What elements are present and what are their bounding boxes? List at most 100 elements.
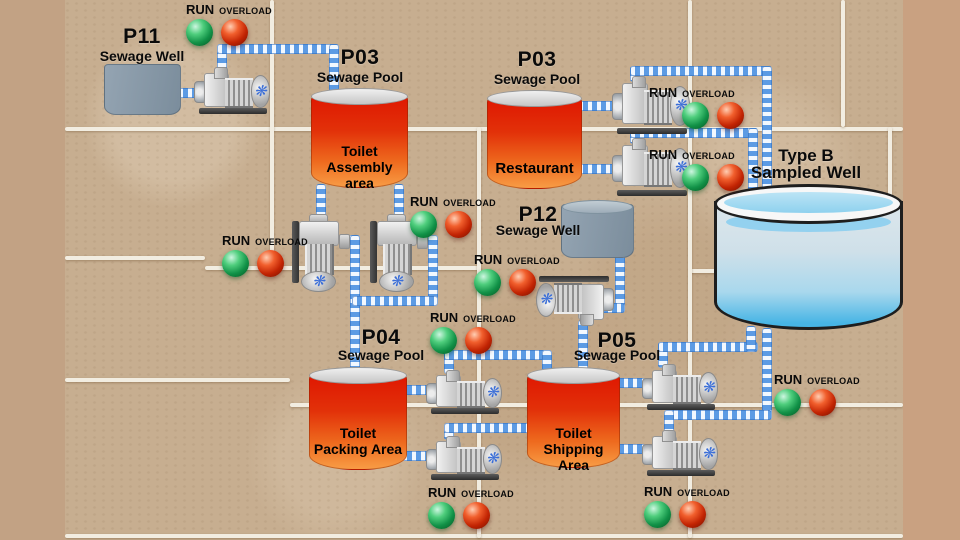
overload-label: OVERLOAD	[219, 6, 272, 16]
p04-pool-tank: Toilet Packing Area	[309, 367, 407, 470]
run-lamp	[644, 501, 671, 528]
pipe-segment	[762, 328, 772, 418]
pump-outlet-port	[579, 314, 594, 326]
pump-motor	[673, 375, 701, 404]
overload-label: OVERLOAD	[682, 89, 735, 99]
pump-fan-cap: ❋	[482, 443, 502, 475]
pump-base	[199, 108, 267, 114]
pump-fan-cap: ❋	[482, 377, 502, 409]
p04-id-label: P04	[361, 326, 401, 349]
overload-label: OVERLOAD	[443, 198, 496, 208]
p04-pump-2[interactable]: ❋	[426, 436, 502, 480]
run-lamp	[682, 164, 709, 191]
pool-body	[311, 95, 408, 188]
pump-motor	[643, 151, 673, 188]
restaurant-pump-2[interactable]: ❋	[612, 138, 690, 196]
pump-base	[617, 128, 687, 134]
p04-pump-1[interactable]: ❋	[426, 370, 502, 414]
pump-base	[617, 190, 687, 196]
right-letterbox-bar	[903, 0, 960, 540]
assembly-pump-1[interactable]: ❋	[292, 214, 350, 292]
fan-icon: ❋	[485, 384, 499, 402]
p05-pump-2[interactable]: ❋	[642, 430, 718, 476]
overload-lamp	[465, 327, 492, 354]
pump-outlet-port	[661, 430, 676, 442]
pump-motor	[225, 78, 253, 108]
left-letterbox-bar	[0, 0, 65, 540]
pump-fan-cap: ❋	[378, 270, 415, 292]
pipe-segment	[444, 423, 531, 433]
p11-id-label: P11	[123, 25, 161, 48]
pump-motor	[383, 243, 412, 275]
pump-fan-cap: ❋	[250, 75, 270, 108]
pool-area-label: Toilet Assembly area	[326, 143, 393, 192]
pump-base	[431, 408, 499, 414]
p05-id-label: P05	[597, 329, 637, 352]
run-label: RUN	[428, 485, 457, 500]
p05-pump-1[interactable]: ❋	[642, 364, 718, 410]
p03-restaurant-type-label: Sewage Pool	[493, 71, 581, 87]
pump-motor	[673, 441, 701, 470]
pump-fan-cap: ❋	[300, 270, 337, 292]
p12-id-label: P12	[518, 203, 558, 226]
p12-sewage-well-tank	[561, 200, 634, 258]
fan-icon: ❋	[701, 445, 715, 463]
p11-type-label: Sewage Well	[99, 48, 185, 64]
p03-assembly-id-label: P03	[340, 46, 380, 69]
run-label: RUN	[410, 194, 439, 209]
pump-outlet-port	[632, 76, 647, 88]
p12-well-top	[562, 200, 633, 214]
overload-lamp	[221, 19, 248, 46]
run-lamp	[410, 211, 437, 238]
overload-lamp	[257, 250, 284, 277]
p03-restaurant-id-label: P03	[517, 48, 557, 71]
overload-lamp	[679, 501, 706, 528]
pump-motor	[643, 89, 673, 126]
overload-label: OVERLOAD	[807, 376, 860, 386]
overload-lamp	[809, 389, 836, 416]
overload-label: OVERLOAD	[682, 151, 735, 161]
p05-pump1-indicators: RUN OVERLOAD	[774, 372, 870, 416]
pump-fan-cap: ❋	[698, 372, 718, 404]
p03-restaurant-pool-tank: Restaurant	[487, 90, 582, 189]
overload-label: OVERLOAD	[507, 256, 560, 266]
run-label: RUN	[774, 372, 803, 387]
run-lamp	[774, 389, 801, 416]
fan-icon: ❋	[701, 379, 715, 397]
run-label: RUN	[649, 147, 678, 162]
restaurant-pump2-indicators: RUN OVERLOAD	[649, 147, 745, 191]
pipe-segment	[630, 66, 772, 76]
pump-base	[647, 470, 715, 476]
pump-bracket	[370, 221, 377, 284]
p11-sewage-well-tank	[104, 64, 181, 115]
run-label: RUN	[222, 233, 251, 248]
type-b-sampled-well-tank	[714, 184, 903, 330]
pump-outlet-port	[445, 370, 460, 382]
overload-label: OVERLOAD	[677, 488, 730, 498]
pump-fan-cap: ❋	[698, 438, 718, 470]
fan-icon: ❋	[312, 272, 325, 290]
pump-outlet-port	[661, 364, 676, 376]
fan-icon: ❋	[253, 82, 267, 100]
pump-base	[647, 404, 715, 410]
p03-assembly-pool-tank: Toilet Assembly area	[311, 88, 408, 192]
water-surface	[724, 192, 893, 213]
pipe-segment	[658, 342, 758, 352]
pipe-segment	[352, 296, 438, 306]
assembly-pump-2[interactable]: ❋	[370, 214, 428, 292]
pump-outlet-port	[445, 436, 460, 448]
p11-pump[interactable]: ❋	[194, 67, 270, 114]
pool-body	[309, 374, 407, 470]
grout-line	[65, 256, 205, 260]
pump-motor	[305, 243, 334, 275]
p12-type-label: Sewage Well	[495, 222, 581, 238]
run-lamp	[474, 269, 501, 296]
type-b-label-line1: Type B	[778, 146, 834, 165]
run-label: RUN	[430, 310, 459, 325]
